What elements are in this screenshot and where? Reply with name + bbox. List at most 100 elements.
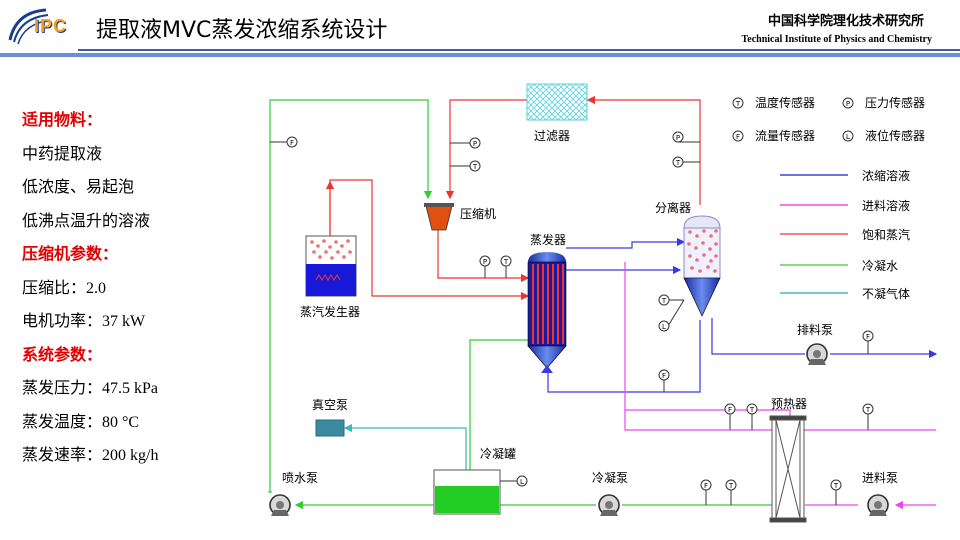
institute-name-cn: 中国科学院理化技术研究所	[767, 14, 924, 29]
compression-ratio-label: 压缩比：	[22, 277, 87, 297]
svg-text:T: T	[472, 163, 478, 171]
evap-rate-row: 蒸发速率：200 kg/h	[22, 443, 262, 477]
svg-text:T: T	[675, 159, 681, 167]
svg-text:T: T	[865, 406, 871, 414]
flow-sensor-icon: F	[658, 369, 670, 392]
legend-temperature-sensor: 温度传感器	[755, 95, 815, 110]
header-divider	[78, 49, 960, 51]
svg-text:T: T	[833, 482, 839, 490]
level-sensor-icon: L	[658, 299, 685, 332]
svg-text:P: P	[473, 140, 477, 148]
temperature-sensor-icon: T	[500, 255, 512, 278]
filter	[526, 83, 588, 121]
section-title-materials: 适用物料：	[22, 110, 103, 129]
svg-text:T: T	[749, 406, 755, 414]
spray-pump-label: 喷水泵	[282, 471, 318, 485]
svg-text:F: F	[704, 482, 708, 490]
sensors: F P T P T P T T L F F F T T L F T T	[270, 131, 874, 505]
parameter-panel: 适用物料： 中药提取液 低浓度、易起泡 低沸点温升的溶液 压缩机参数： 压缩比：…	[22, 108, 262, 477]
evap-pressure-value: 47.5 kPa	[102, 380, 159, 397]
legend-symbol: T	[735, 100, 741, 108]
vacuum-pump-label: 真空泵	[312, 398, 348, 412]
legend-symbol: F	[736, 133, 740, 141]
header-band	[0, 53, 960, 57]
steam-generator	[305, 235, 357, 297]
condensate-tank	[433, 469, 501, 515]
condensate-tank-label: 冷凝罐	[480, 446, 516, 461]
legend-symbol: P	[846, 100, 850, 108]
level-sensor-icon: L	[500, 475, 528, 487]
evap-temp-value: 80 °C	[102, 413, 140, 431]
legend-saturated-steam: 饱和蒸汽	[862, 227, 910, 242]
page-title: 提取液MVC蒸发浓缩系统设计	[96, 18, 388, 43]
discharge-pump-label: 排料泵	[797, 323, 833, 337]
temperature-sensor-icon: T	[725, 479, 737, 505]
feed-pump-label: 进料泵	[862, 471, 898, 485]
svg-text:T: T	[728, 482, 734, 490]
condensate-pump	[598, 494, 620, 516]
institute-name-en: Technical Institute of Physics and Chemi…	[741, 34, 932, 45]
svg-text:P: P	[676, 134, 680, 142]
evap-pressure-row: 蒸发压力：47.5 kPa	[22, 376, 262, 410]
svg-text:F: F	[866, 333, 870, 341]
legend-pressure-sensor: 压力传感器	[865, 95, 925, 110]
equipment-labels: 过滤器 压缩机 分离器 蒸发器 蒸汽发生器 排料泵 真空泵 预热器 冷凝罐 喷水…	[282, 129, 898, 485]
steam-generator-label: 蒸汽发生器	[300, 304, 360, 319]
section-title-compressor: 压缩机参数：	[22, 244, 119, 263]
evaporator	[527, 252, 567, 373]
condensate-pump-label: 冷凝泵	[592, 470, 628, 485]
svg-text:L: L	[520, 478, 524, 486]
temperature-sensor-icon: T	[746, 403, 758, 430]
legend-symbol: L	[846, 133, 850, 141]
separator-label: 分离器	[655, 200, 691, 215]
compression-ratio-row: 压缩比：2.0	[22, 276, 262, 310]
temperature-sensor-icon: T	[450, 160, 481, 172]
evap-temp-label: 蒸发温度：	[22, 411, 103, 431]
compressor	[424, 203, 454, 231]
legend-feed-solution: 进料溶液	[862, 198, 910, 213]
legend-condensate-water: 冷凝水	[862, 258, 898, 273]
flow-sensor-icon: F	[724, 403, 736, 430]
legend-flow-sensor: 流量传感器	[755, 128, 815, 143]
vacuum-pump	[315, 419, 345, 437]
evap-temp-row: 蒸发温度：80 °C	[22, 410, 262, 444]
evap-pressure-label: 蒸发压力：	[22, 378, 103, 397]
svg-text:P: P	[483, 258, 487, 266]
svg-text:T: T	[503, 258, 509, 266]
legend-non-condensable-gas: 不凝气体	[862, 286, 910, 301]
discharge-pump	[806, 343, 828, 365]
evap-rate-label: 蒸发速率：	[22, 445, 103, 464]
preheater	[769, 415, 807, 523]
flow-sensor-icon: F	[270, 136, 298, 148]
evaporator-label: 蒸发器	[530, 232, 566, 247]
saturated-steam-lines	[325, 95, 701, 301]
compressor-label: 压缩机	[460, 206, 496, 221]
legend-line-samples	[780, 174, 848, 294]
legend-level-sensor: 液位传感器	[865, 128, 925, 143]
svg-text:T: T	[661, 297, 667, 305]
pressure-sensor-icon: P	[479, 255, 491, 278]
svg-text:F: F	[728, 406, 732, 414]
motor-power-label: 电机功率：	[22, 311, 103, 330]
sensor-legend: T 温度传感器 P 压力传感器 F 流量传感器 L 液位传感器	[732, 95, 925, 143]
svg-text:L: L	[662, 323, 666, 331]
temperature-sensor-icon: T	[830, 479, 842, 505]
evap-rate-value: 200 kg/h	[102, 447, 159, 464]
concentrated-solution-lines	[547, 174, 938, 393]
material-item: 低浓度、易起泡	[22, 177, 135, 196]
feed-pump	[867, 494, 889, 516]
flow-sensor-icon: F	[700, 479, 712, 505]
svg-text:F: F	[662, 372, 666, 380]
pressure-sensor-icon: P	[672, 131, 700, 143]
legend-concentrated-solution: 浓缩溶液	[862, 168, 910, 183]
material-item: 中药提取液	[22, 143, 103, 163]
compression-ratio-value: 2.0	[86, 279, 107, 297]
line-legend: 浓缩溶液 进料溶液 饱和蒸汽 冷凝水 不凝气体	[862, 168, 910, 301]
ipc-logo: IPC	[6, 6, 72, 46]
temperature-sensor-icon: T	[862, 403, 874, 430]
flow-sensor-icon: F	[862, 330, 874, 354]
pressure-sensor-icon: P	[450, 137, 481, 149]
separator	[683, 215, 721, 317]
logo-text: IPC	[34, 16, 68, 36]
